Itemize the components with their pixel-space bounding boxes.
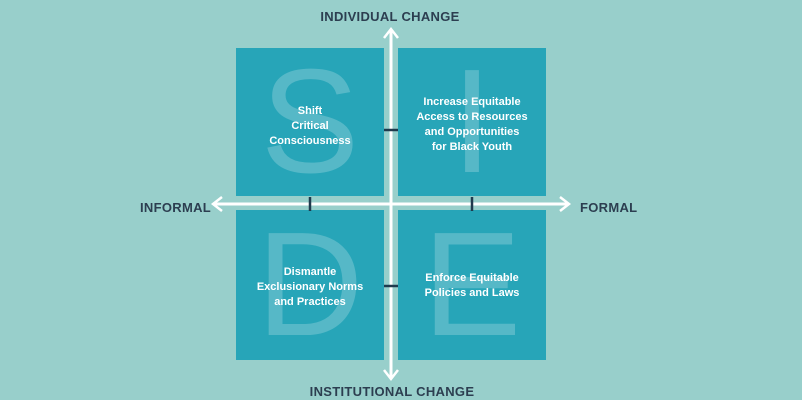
quadrant-text-enforce: Enforce Equitable Policies and Laws bbox=[424, 272, 520, 299]
vertical-axis-arrow-bottom bbox=[383, 369, 399, 382]
quadrant-text-dismantle: Dismantle Exclusionary Norms and Practic… bbox=[256, 266, 364, 308]
quadrant-increase: I Increase Equitable Access to Resources… bbox=[398, 48, 546, 196]
axis-label-formal: FORMAL bbox=[580, 200, 638, 215]
quadrant-letter-e: E bbox=[422, 210, 522, 360]
horizontal-axis-arrow-right bbox=[559, 196, 572, 212]
quadrant-dismantle: D Dismantle Exclusionary Norms and Pract… bbox=[236, 210, 384, 360]
horizontal-axis-arrow-left bbox=[210, 196, 223, 212]
quadrant-letter-s: S bbox=[260, 48, 360, 196]
quadrant-text-shift: Shift Critical Consciousness bbox=[269, 105, 351, 147]
quadrant-shift: S Shift Critical Consciousness bbox=[236, 48, 384, 196]
quadrant-text-increase: Increase Equitable Access to Resources a… bbox=[416, 96, 528, 153]
axis-label-institutional-change: INSTITUTIONAL CHANGE bbox=[309, 384, 475, 399]
vertical-axis-arrow-top bbox=[383, 26, 399, 39]
axis-label-individual-change: INDIVIDUAL CHANGE bbox=[320, 9, 460, 24]
quadrant-letter-d: D bbox=[256, 210, 364, 360]
quadrant-enforce: E Enforce Equitable Policies and Laws bbox=[398, 210, 546, 360]
quadrant-letter-i: I bbox=[451, 48, 493, 196]
axis-label-informal: INFORMAL bbox=[140, 200, 211, 215]
